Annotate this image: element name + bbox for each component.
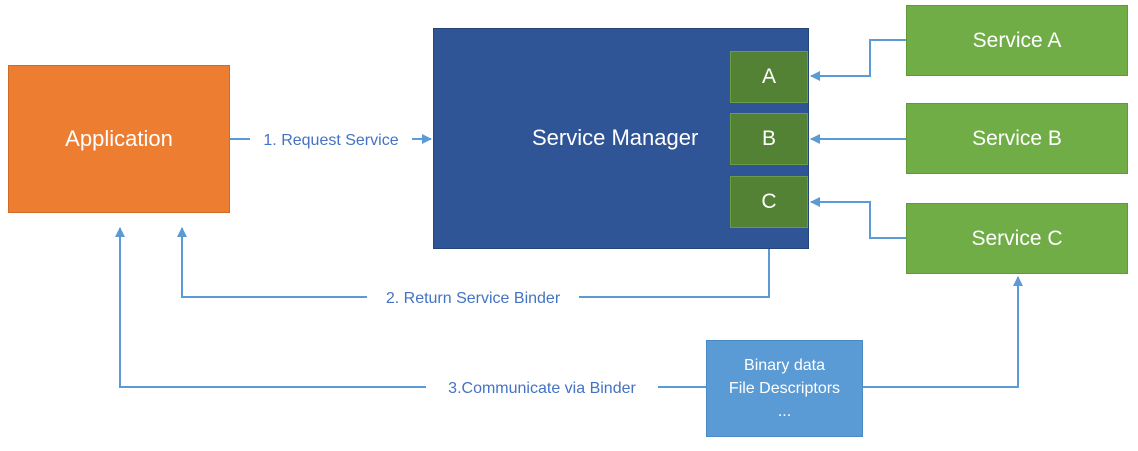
service-c-box: Service C: [906, 203, 1128, 274]
data-line-ellipsis: ...: [777, 403, 792, 420]
slot-a: A: [730, 51, 808, 103]
request-label: 1. Request Service: [263, 132, 398, 149]
communicate-arrow-right: [863, 276, 1023, 388]
slot-b-label: B: [761, 127, 776, 150]
service-b-box: Service B: [906, 103, 1128, 174]
data-line-binary: Binary data: [744, 357, 825, 374]
service-b-label: Service B: [972, 126, 1062, 150]
service-manager-label: Service Manager: [532, 125, 699, 150]
service-a-box: Service A: [906, 5, 1128, 76]
slot-c-label: C: [761, 190, 777, 213]
data-line-file-descriptors: File Descriptors: [728, 380, 841, 397]
service-c-label: Service C: [971, 226, 1063, 250]
return-label: 2. Return Service Binder: [386, 290, 561, 307]
service-a-arrow: [810, 39, 906, 81]
service-a-label: Service A: [972, 28, 1062, 52]
communicate-label: 3.Communicate via Binder: [448, 380, 636, 397]
slot-c: C: [730, 176, 808, 228]
service-c-arrow: [810, 197, 906, 239]
slot-a-label: A: [761, 65, 776, 88]
slot-b: B: [730, 113, 808, 165]
application-box: Application: [8, 65, 230, 213]
application-label: Application: [65, 126, 173, 151]
data-payload-box: Binary data File Descriptors ...: [706, 340, 863, 437]
